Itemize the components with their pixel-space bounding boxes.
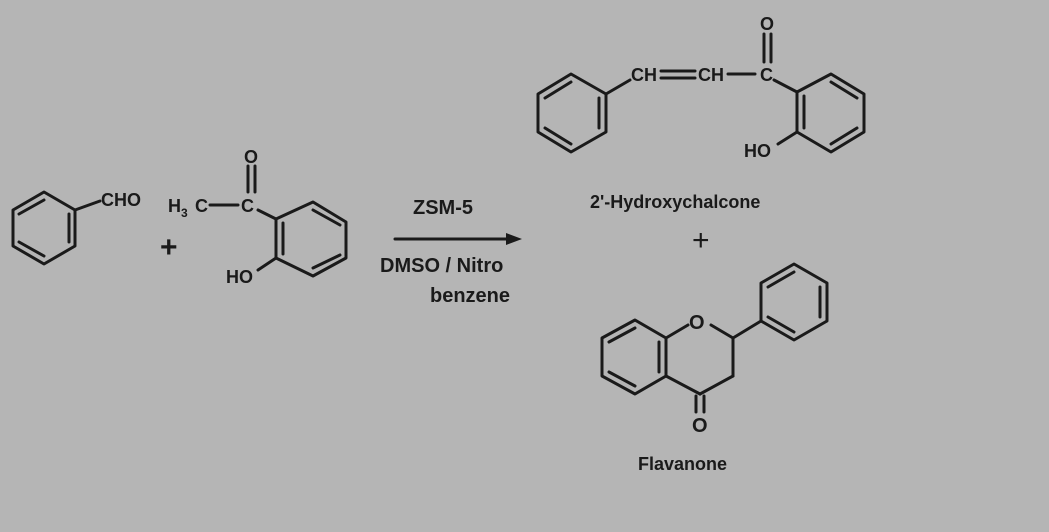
aldehyde-label: CHO <box>101 190 141 210</box>
flavanone-pyranone-bond <box>664 323 690 340</box>
flavanone-pyranone-bond <box>698 374 735 396</box>
flavanone-ring-oxygen: O <box>689 312 705 334</box>
chalcone-phenol-inner-bond <box>829 126 859 146</box>
acetophenone-carbon-label: C <box>195 196 208 216</box>
flavanone-pyranone-bond <box>664 374 702 396</box>
hydroxyacetophenone-inner-bond <box>311 208 342 227</box>
chalcone-phenol-inner-bond <box>829 80 859 100</box>
benzaldehyde-ring <box>11 190 77 266</box>
chalcone-carbonyl-carbon: C <box>760 65 773 85</box>
acetophenone-carbonyl-oxygen: O <box>244 147 258 167</box>
benzaldehyde-molecule: CHO <box>11 190 141 266</box>
hydroxyl-bond <box>256 256 278 272</box>
chalcone-hydroxyl-bond <box>776 130 799 146</box>
flavanone-benzo-inner-bond <box>607 326 637 344</box>
flavanone-phenyl-inner-bond <box>766 270 796 289</box>
hydroxyacetophenone-inner-bond <box>311 253 342 270</box>
chalcone-phenyl-ring <box>536 72 608 154</box>
flavanone-phenyl-inner-bond <box>766 315 796 334</box>
flavanone-molecule: O O <box>600 262 829 437</box>
reaction-arrow-head <box>506 233 522 245</box>
chalcone-phenyl-inner-bond <box>543 80 573 100</box>
product-plus-sign: + <box>692 224 710 257</box>
chalcone-phenol-ring <box>795 72 866 154</box>
acetophenone-hydroxyl-label: HO <box>226 267 253 287</box>
hydroxyacetophenone-molecule: H3 C C O HO <box>168 147 348 287</box>
chalcone-phenyl-inner-bond <box>543 126 573 146</box>
hydroxyacetophenone-ring <box>274 200 348 278</box>
flavanone-keto-oxygen: O <box>692 415 708 437</box>
carbonyl-ring-bond <box>256 208 278 221</box>
flavanone-pyranone-bond <box>709 323 735 340</box>
chalcone-phenyl-vinyl-bond <box>604 78 632 96</box>
chalcone-vinyl-ch-1: CH <box>631 65 657 85</box>
flavanone-phenyl-bond <box>731 319 763 340</box>
solvent-label-line2: benzene <box>430 285 510 307</box>
hydroxychalcone-molecule: CH CH C O HO <box>536 14 866 161</box>
flavanone-phenyl-ring <box>759 262 829 342</box>
flavanone-benzo-inner-bond <box>607 370 637 388</box>
benzaldehyde-inner-bond <box>17 240 46 258</box>
chalcone-vinyl-ch-2: CH <box>698 65 724 85</box>
chalcone-carbonyl-oxygen: O <box>760 14 774 34</box>
catalyst-label: ZSM-5 <box>413 197 473 219</box>
chalcone-carbonyl-ring-bond <box>772 78 799 94</box>
reaction-conditions: ZSM-5 DMSO / Nitro benzene <box>380 197 522 307</box>
acetophenone-carbonyl-carbon: C <box>241 196 254 216</box>
hydroxychalcone-name: 2'-Hydroxychalcone <box>590 192 760 212</box>
aldehyde-bond <box>73 199 102 212</box>
benzaldehyde-inner-bond <box>17 198 46 216</box>
chalcone-hydroxyl-label: HO <box>744 141 771 161</box>
reactant-plus-sign: + <box>160 231 178 264</box>
solvent-label-line1: DMSO / Nitro <box>380 255 503 277</box>
flavanone-benzo-ring <box>600 318 668 396</box>
flavanone-name: Flavanone <box>638 454 727 474</box>
methyl-label: H3 <box>168 196 188 220</box>
